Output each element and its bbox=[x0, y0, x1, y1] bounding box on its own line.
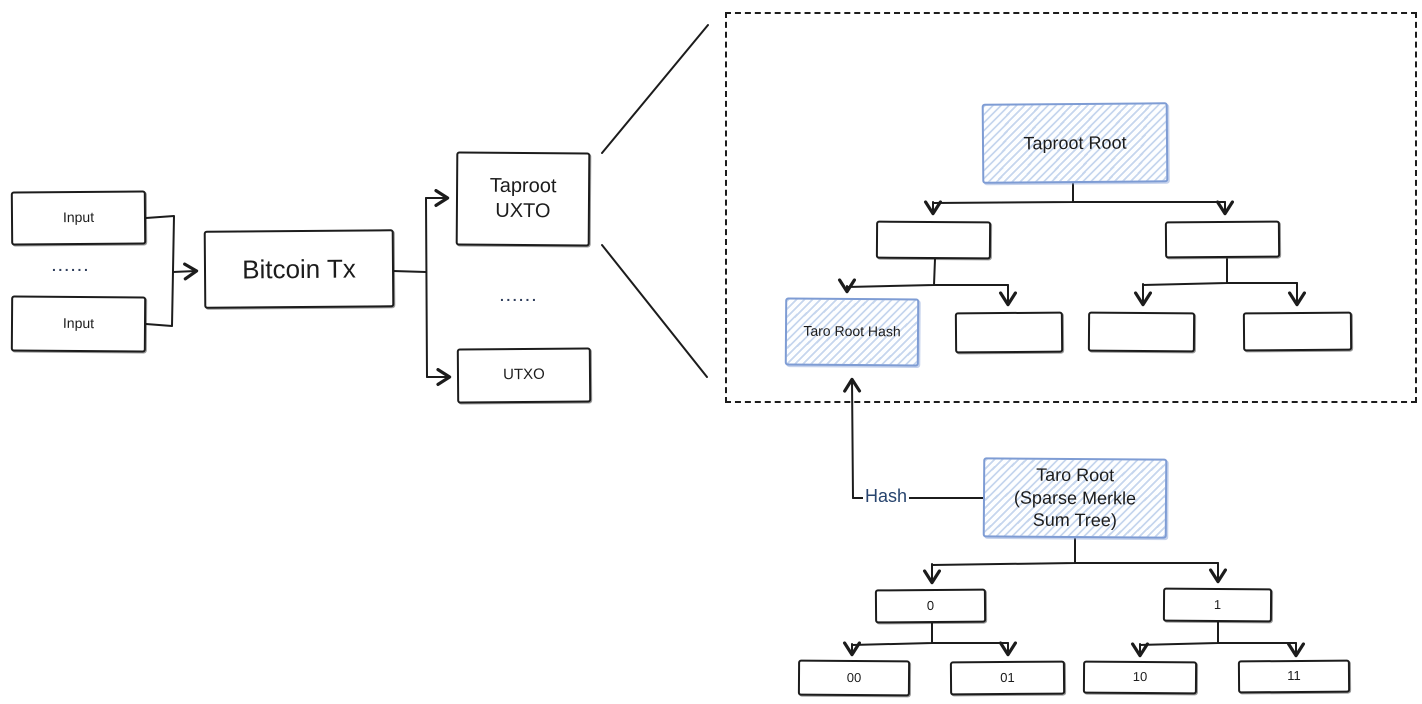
taro-leaf-10-label: 10 bbox=[1132, 669, 1148, 685]
zoom-region-dashed-box bbox=[725, 12, 1417, 403]
taro-root-label-line2: (Sparse Merkle bbox=[1013, 487, 1137, 509]
bitcoin-tx-box: Bitcoin Tx bbox=[203, 229, 395, 309]
taro-root-box: Taro Root (Sparse Merkle Sum Tree) bbox=[982, 457, 1168, 539]
taro-root-label-line1: Taro Root bbox=[1036, 464, 1115, 486]
taro-node-0-box: 0 bbox=[874, 588, 987, 624]
input-box-top-label: Input bbox=[62, 209, 95, 226]
taro-leaf-01-label: 01 bbox=[1000, 669, 1015, 685]
taro-root-hash-label: Taro Root Hash bbox=[803, 322, 901, 340]
hash-edge-label: Hash bbox=[863, 486, 910, 507]
taro-leaf-00-box: 00 bbox=[797, 659, 911, 697]
taproot-root-box: Taproot Root bbox=[981, 102, 1169, 184]
taro-leaf-01-box: 01 bbox=[949, 660, 1066, 696]
taproot-leaf-box-2 bbox=[1087, 311, 1196, 353]
outputs-ellipsis: ...... bbox=[500, 288, 539, 304]
taro-node-1-box: 1 bbox=[1162, 587, 1273, 623]
edge-node1-split bbox=[1139, 621, 1297, 646]
edge-output-branch bbox=[425, 197, 428, 378]
edge-taroroot-split bbox=[931, 538, 1219, 566]
taproot-uxto-box: Taproot UXTO bbox=[455, 151, 591, 247]
inputs-ellipsis: ...... bbox=[52, 258, 91, 274]
edge-inputs-to-bitcointx bbox=[172, 262, 199, 281]
taproot-branch-left-box bbox=[875, 220, 992, 260]
input-box-bottom-label: Input bbox=[62, 315, 95, 332]
input-box-bottom: Input bbox=[10, 295, 147, 353]
edge-node0-split bbox=[851, 622, 1009, 646]
zoom-guide-top bbox=[601, 24, 709, 154]
input-box-top: Input bbox=[10, 190, 147, 246]
taproot-root-label: Taproot Root bbox=[1023, 132, 1127, 154]
bitcoin-tx-label: Bitcoin Tx bbox=[242, 253, 356, 285]
taproot-uxto-label-line2: UXTO bbox=[495, 199, 551, 223]
edge-bitcointx-out bbox=[392, 270, 427, 273]
taro-leaf-10-box: 10 bbox=[1082, 660, 1198, 695]
utxo-label: UTXO bbox=[503, 365, 545, 384]
zoom-guide-bottom bbox=[601, 244, 708, 378]
taproot-leaf-box-1 bbox=[954, 311, 1064, 354]
taproot-leaf-box-3 bbox=[1242, 311, 1353, 352]
taro-node-0-label: 0 bbox=[926, 597, 935, 613]
taro-leaf-00-label: 00 bbox=[846, 669, 862, 685]
taro-root-label-line3: Sum Tree) bbox=[1032, 509, 1117, 531]
taro-root-hash-box: Taro Root Hash bbox=[784, 297, 920, 367]
taro-leaf-11-box: 11 bbox=[1237, 659, 1351, 694]
edge-inputs-merge bbox=[145, 215, 175, 327]
taproot-branch-right-box bbox=[1164, 220, 1281, 259]
utxo-box: UTXO bbox=[456, 347, 592, 404]
taro-node-1-label: 1 bbox=[1213, 596, 1222, 612]
taproot-uxto-label-line1: Taproot bbox=[489, 174, 557, 198]
taro-leaf-11-label: 11 bbox=[1287, 668, 1301, 684]
